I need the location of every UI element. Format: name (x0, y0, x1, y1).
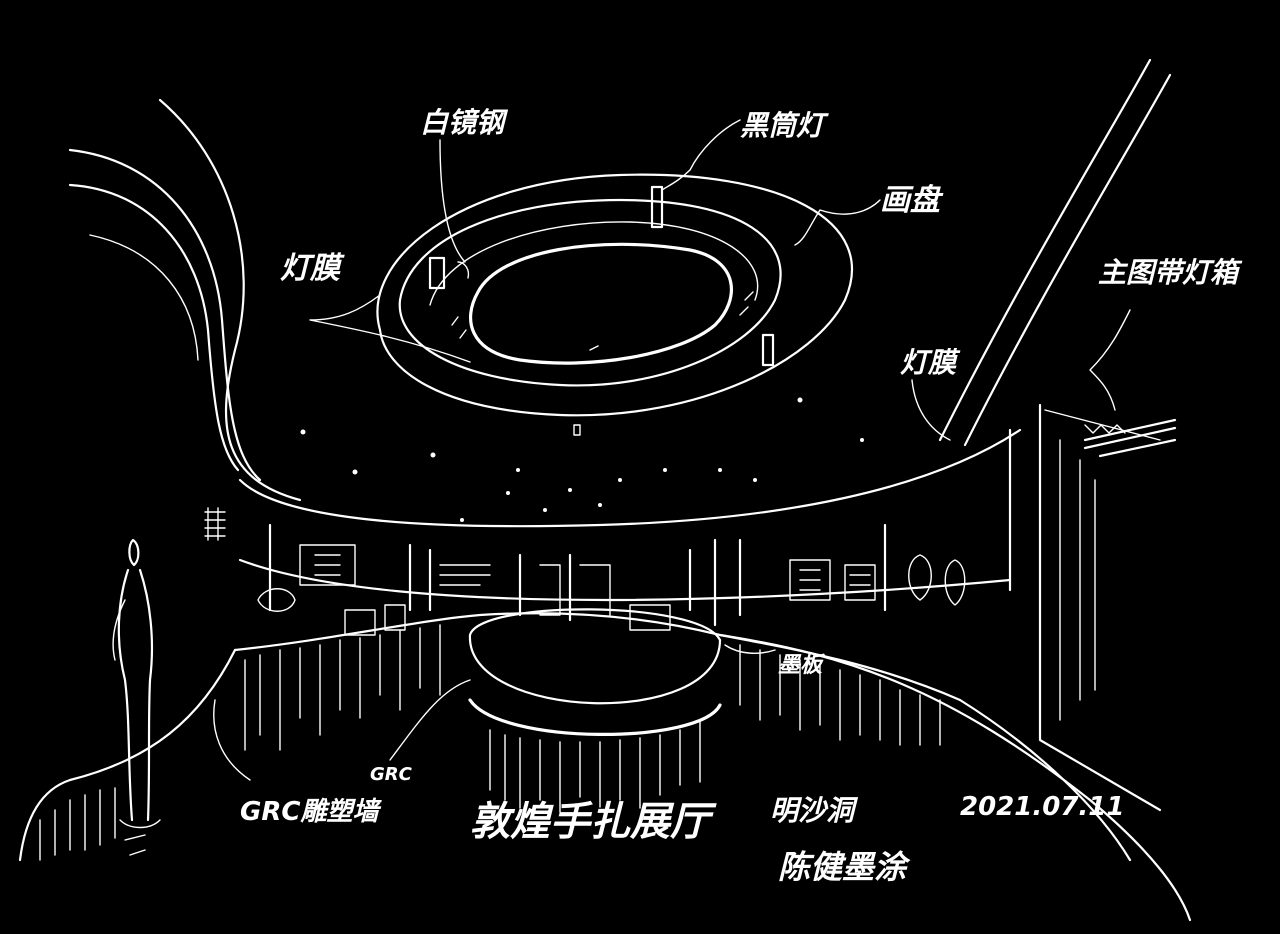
sketch-date: 2021.07.11 (960, 792, 1124, 822)
human-figure (112, 538, 161, 856)
ceiling-fixtures (428, 185, 775, 436)
right-floor-edge (718, 633, 1192, 922)
wall-markings (204, 507, 226, 541)
leader-lines (213, 119, 1131, 781)
right-diagonal-wall (938, 58, 1172, 812)
label-ceiling: 画盘 (880, 183, 944, 218)
artist-signature: 陈健墨涂 (778, 848, 911, 886)
ceiling-rings (238, 173, 1022, 528)
light-box-lines (1083, 418, 1177, 458)
sketch-title: 敦煌手扎展厅 (470, 799, 717, 845)
spot-lamp-fixture (650, 185, 664, 229)
floor-hatching (244, 624, 941, 751)
annotations: 白镜钢 黑筒灯 灯膜 画盘 灯膜 主图带灯箱 墨板 GRC GRC雕塑墙 敦煌手… (240, 106, 1243, 886)
label-soft-film-left: 灯膜 (280, 251, 345, 286)
spot-lamp-fixture (761, 333, 775, 367)
spot-lamp-fixture (573, 424, 581, 436)
sketch-location: 明沙洞 (770, 794, 859, 827)
label-grc-wall: GRC雕塑墙 (240, 797, 382, 827)
label-grc-upper: GRC (370, 764, 413, 785)
central-plinth (468, 608, 722, 813)
label-soft-film-right: 灯膜 (900, 346, 961, 379)
label-spot-lamp: 黑筒灯 (740, 109, 829, 142)
label-light-box: 主图带灯箱 (1098, 256, 1243, 289)
left-floor-sweep (18, 648, 237, 862)
label-base: 墨板 (778, 653, 826, 678)
spot-lamp-fixture (428, 256, 446, 290)
display-wall (233, 428, 1012, 702)
ceiling-downlights (300, 397, 864, 522)
label-mirror: 白镜钢 (420, 106, 509, 139)
left-curved-wall (68, 98, 302, 502)
